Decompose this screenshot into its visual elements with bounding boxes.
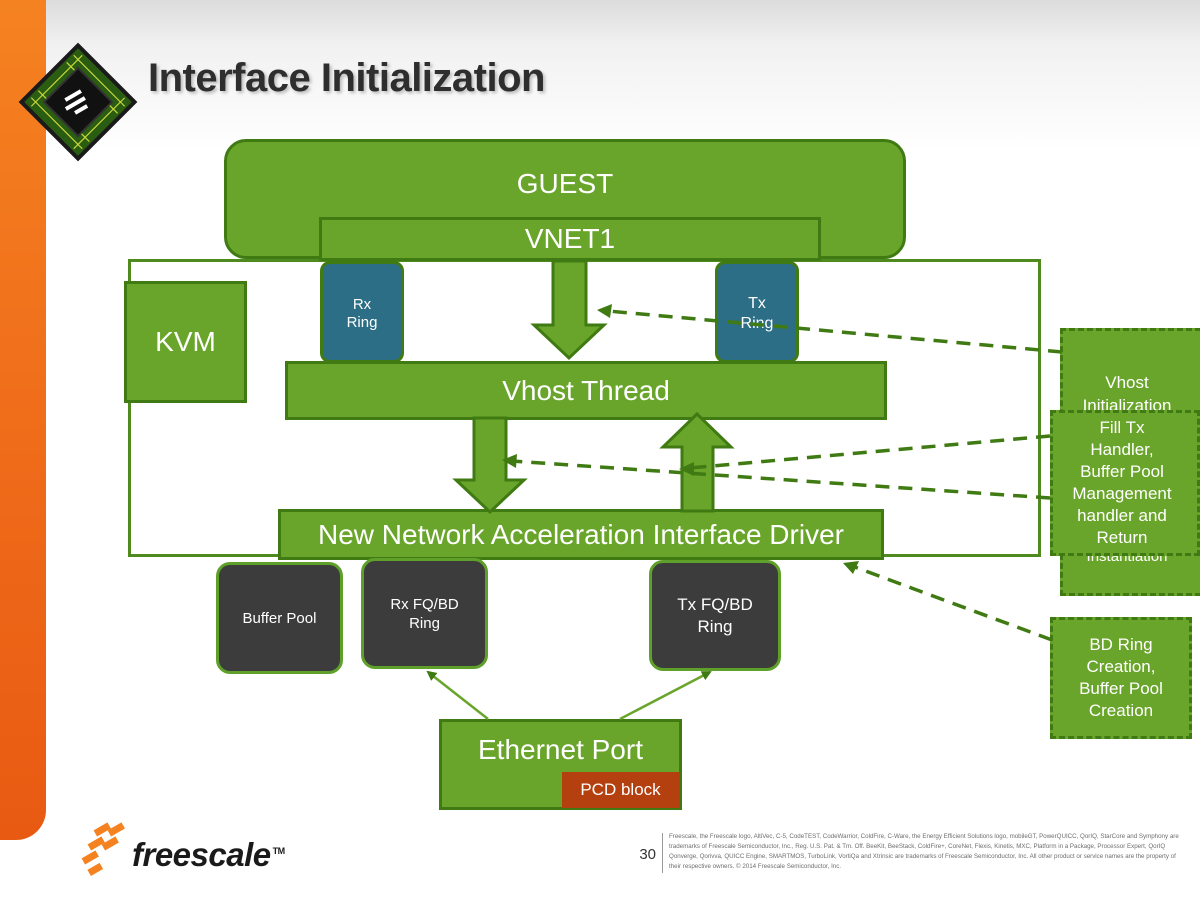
ethernet-port-label: Ethernet Port: [478, 734, 643, 765]
rx-fqbd-ring-box: Rx FQ/BD Ring: [361, 558, 488, 669]
note-fill-tx-handler-label: Fill Tx Handler, Buffer Pool Management …: [1072, 418, 1172, 547]
dash-bd-ring: [851, 564, 1053, 642]
buffer-pool-box: Buffer Pool: [216, 562, 343, 674]
nnai-driver-box: New Network Acceleration Interface Drive…: [278, 509, 884, 560]
line-ethernet-to-tx: [619, 670, 712, 721]
trademark-symbol: TM: [272, 846, 286, 856]
dash-vhost-init: [607, 309, 1063, 354]
rx-ring-label: Rx Ring: [346, 296, 378, 331]
guest-label: GUEST: [516, 168, 614, 199]
arrow-vhost-to-driver: [452, 416, 528, 515]
tx-fqbd-ring-box: Tx FQ/BD Ring: [649, 560, 781, 671]
freescale-chip-icon: [18, 42, 138, 162]
nnai-driver-label: New Network Acceleration Interface Drive…: [318, 518, 844, 550]
pcd-block-label: PCD block: [580, 780, 661, 799]
pcd-block-box: PCD block: [562, 772, 679, 808]
vnet1-label: VNET1: [524, 223, 616, 254]
note-fill-tx-handler: Fill Tx Handler, Buffer Pool Management …: [1050, 410, 1200, 556]
arrow-driver-to-vhost: [659, 411, 735, 513]
note-bd-ring-creation-label: BD Ring Creation, Buffer Pool Creation: [1079, 635, 1163, 720]
kvm-box: KVM: [124, 281, 247, 403]
arrow-vnet-to-vhost: [530, 259, 608, 361]
kvm-label: KVM: [155, 326, 216, 357]
orange-side-bar: [0, 0, 46, 840]
rx-fqbd-ring-label: Rx FQ/BD Ring: [390, 595, 459, 632]
freescale-logo-word: freescale: [132, 836, 271, 873]
slide-title: Interface Initialization: [148, 56, 545, 100]
rx-ring-box: Rx Ring: [320, 261, 404, 363]
tx-fqbd-ring-label: Tx FQ/BD Ring: [677, 594, 753, 636]
legal-notice: Freescale, the Freescale logo, AltiVec, …: [669, 833, 1179, 870]
ethernet-port-box: Ethernet Port: [439, 719, 682, 810]
footer-divider: [662, 833, 663, 873]
dash-fill-tx-1: [689, 434, 1051, 470]
vhost-thread-box: Vhost Thread: [285, 361, 887, 420]
freescale-logo-icon: [81, 822, 125, 876]
page-number: 30: [639, 846, 656, 863]
buffer-pool-label: Buffer Pool: [242, 609, 317, 627]
slide-background: [0, 0, 1200, 150]
line-ethernet-to-rx: [426, 670, 489, 720]
dash-fill-tx-2: [511, 459, 1051, 500]
vhost-thread-label: Vhost Thread: [502, 374, 670, 406]
note-bd-ring-creation: BD Ring Creation, Buffer Pool Creation: [1050, 617, 1192, 739]
